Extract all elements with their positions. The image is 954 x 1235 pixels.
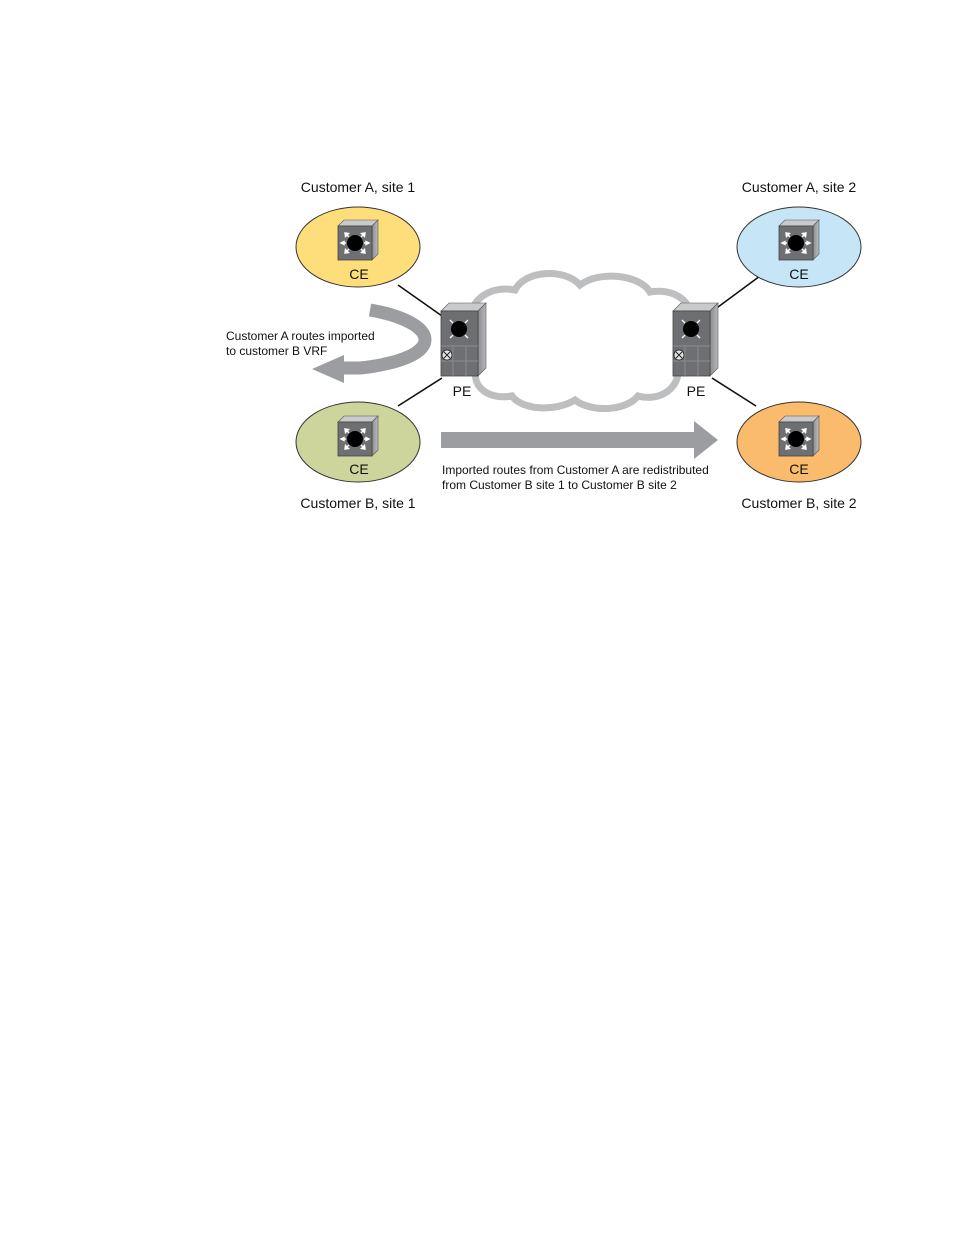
site-a1: CE Customer A, site 1	[296, 179, 420, 287]
link-a2-pe-right	[714, 276, 760, 310]
ce-label: CE	[789, 461, 808, 477]
vrf-icon	[674, 350, 684, 360]
redistribute-annotation: Imported routes from Customer A are redi…	[442, 463, 709, 492]
import-annotation-line-2: to customer B VRF	[226, 344, 327, 358]
router-icon	[338, 416, 378, 456]
site-label: Customer B, site 2	[741, 495, 856, 511]
redistribute-arrow	[441, 421, 718, 459]
vrf-icon	[442, 350, 452, 360]
pe-label: PE	[687, 383, 706, 399]
redistribute-annotation-line-1: Imported routes from Customer A are redi…	[442, 463, 709, 477]
ce-label: CE	[349, 461, 368, 477]
ce-label: CE	[349, 266, 368, 282]
import-annotation: Customer A routes imported to customer B…	[226, 329, 375, 358]
router-icon	[779, 220, 819, 260]
switch-router-icon	[682, 320, 700, 338]
router-icon	[779, 416, 819, 456]
link-a1-pe-left	[398, 285, 442, 316]
pe-label: PE	[453, 383, 472, 399]
site-a2: CE Customer A, site 2	[737, 179, 861, 287]
link-b1-pe-left	[398, 378, 442, 406]
provider-cloud	[461, 274, 699, 409]
link-b2-pe-right	[712, 378, 756, 406]
switch-router-icon	[450, 320, 468, 338]
site-label: Customer A, site 1	[301, 179, 416, 195]
site-b1: CE Customer B, site 1	[296, 402, 420, 511]
redistribute-annotation-line-2: from Customer B site 1 to Customer B sit…	[442, 478, 677, 492]
site-label: Customer A, site 2	[742, 179, 857, 195]
router-icon	[338, 220, 378, 260]
import-annotation-line-1: Customer A routes imported	[226, 329, 375, 343]
ce-label: CE	[789, 266, 808, 282]
site-b2: CE Customer B, site 2	[737, 402, 861, 511]
pe-router-right: PE	[673, 303, 718, 399]
site-label: Customer B, site 1	[300, 495, 415, 511]
